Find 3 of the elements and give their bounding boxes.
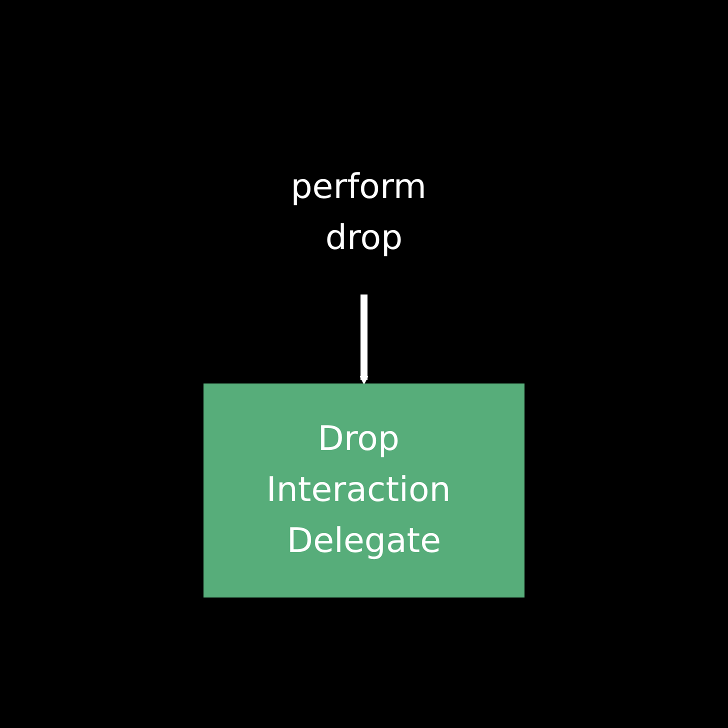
arrow xyxy=(360,294,368,384)
node-text: perform drop xyxy=(290,166,426,258)
node-box: Drop Interaction Delegate xyxy=(204,383,524,597)
